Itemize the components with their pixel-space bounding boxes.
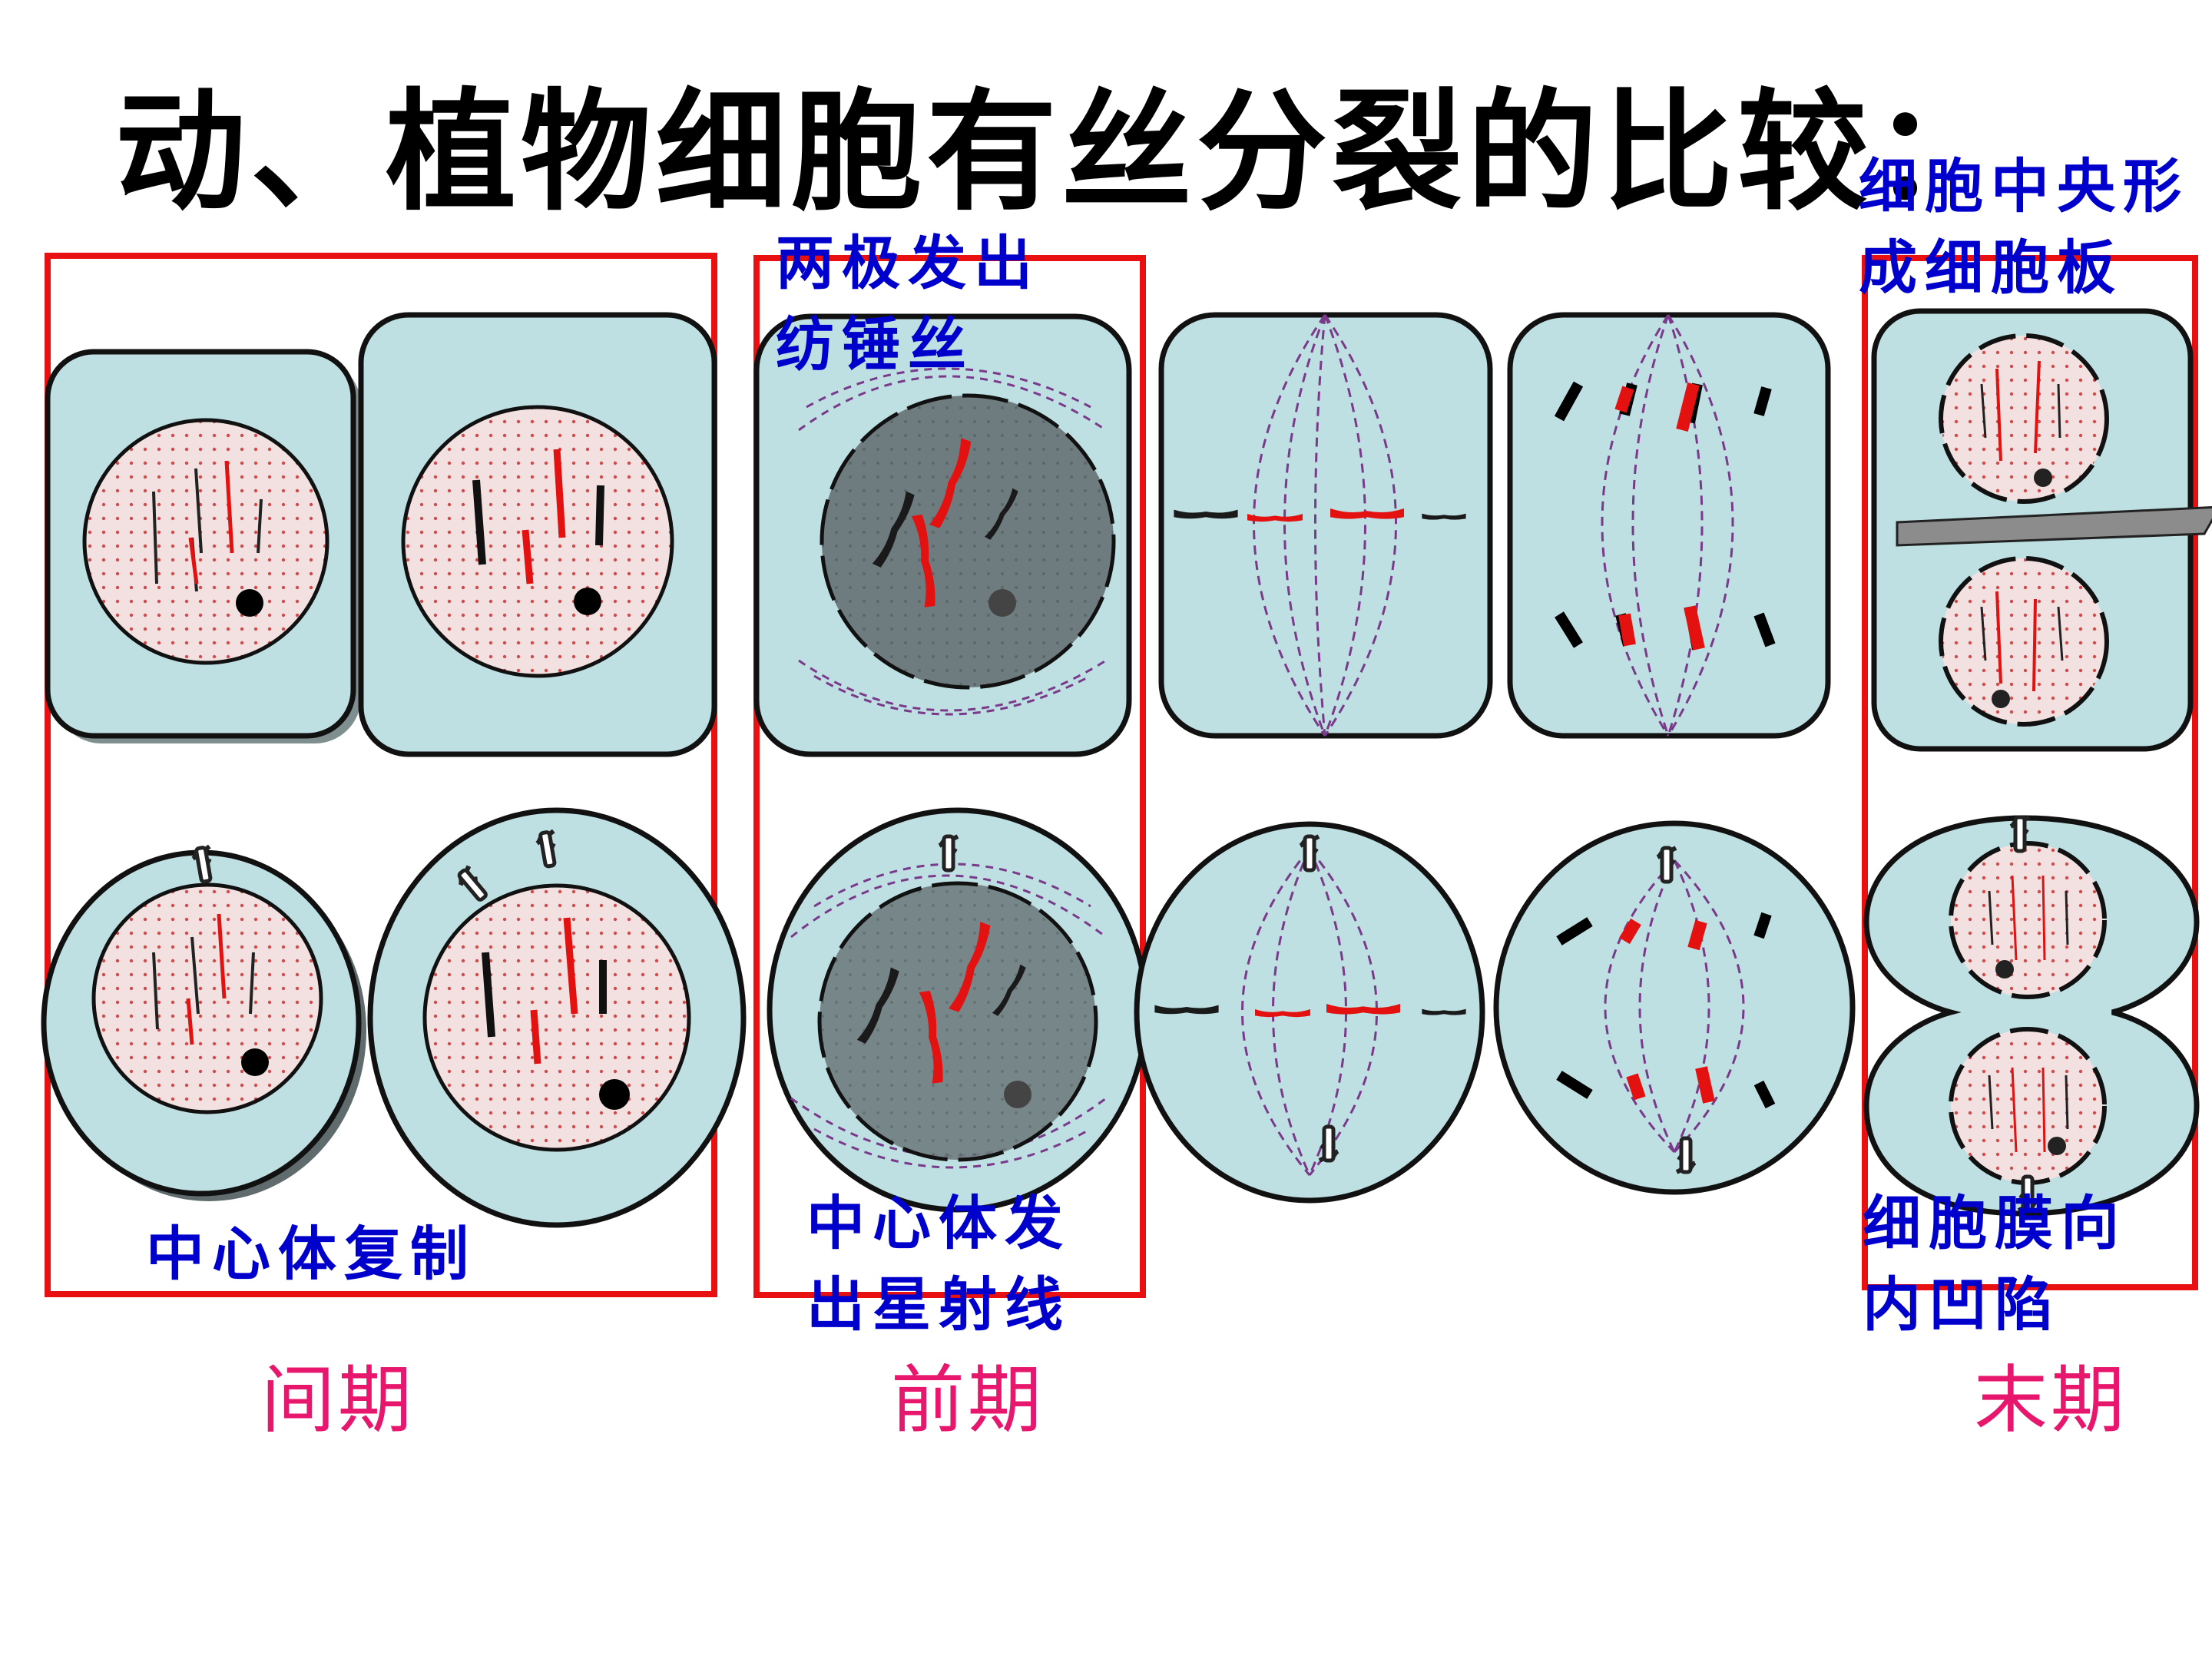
annotation-line: 中心体发 [806, 1189, 1071, 1257]
phase-label-telophase: 末期 [1974, 1357, 2128, 1443]
animal-anaphase-cell [1493, 820, 1856, 1195]
prophase-frame [753, 255, 1146, 1298]
page-title: 动、植物细胞有丝分裂的比较： [115, 77, 2008, 229]
annotation-line: 两极发出 [776, 229, 1040, 297]
animal-metaphase-cell [1134, 821, 1485, 1204]
animal-prophase-cell [767, 807, 1149, 1213]
annotation-line: 中心体复制 [146, 1220, 476, 1288]
annotation-line: 纺锤丝 [776, 310, 974, 379]
cell-plate [1896, 505, 2212, 547]
annotation-centriole-duplication: 中心体复制 [146, 1214, 476, 1295]
animal-interphase-cell-1 [41, 846, 366, 1201]
plant-interphase-cell-2 [358, 312, 717, 757]
annotation-line: 内凹陷 [1863, 1270, 2061, 1339]
plant-prophase-cell [753, 313, 1132, 757]
annotation-cleavage-furrow: 细胞膜向 内凹陷 [1863, 1183, 2127, 1346]
plant-telophase-cell [1871, 308, 2212, 752]
annotation-line: 出星射线 [806, 1270, 1071, 1339]
interphase-frame [45, 253, 717, 1297]
animal-interphase-cell-2 [367, 807, 747, 1228]
annotation-cell-plate: 细胞中央形 成细胞板 [1859, 146, 2189, 309]
annotation-line: 细胞中央形 [1859, 152, 2189, 220]
annotation-spindle-fibers: 两极发出 纺锤丝 [776, 223, 1040, 386]
plant-metaphase-cell [1158, 312, 1493, 739]
plant-anaphase-cell [1507, 312, 1831, 739]
telophase-frame [1862, 255, 2198, 1290]
annotation-aster-rays: 中心体发 出星射线 [806, 1183, 1071, 1346]
annotation-line: 成细胞板 [1859, 233, 2123, 302]
phase-label-prophase: 前期 [891, 1357, 1045, 1443]
phase-label-interphase: 间期 [261, 1357, 415, 1443]
annotation-line: 细胞膜向 [1863, 1189, 2127, 1257]
plant-interphase-cell-1 [45, 349, 361, 743]
animal-telophase-cell [1863, 817, 2200, 1217]
